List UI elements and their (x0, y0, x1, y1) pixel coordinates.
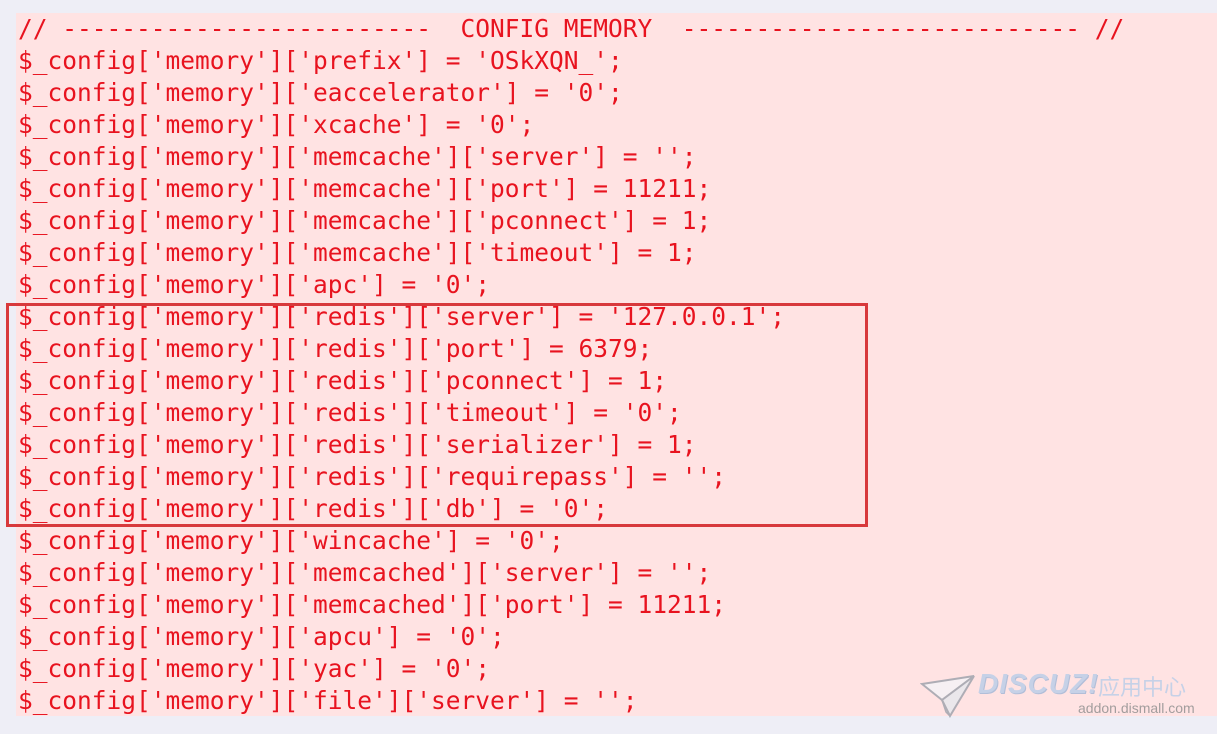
code-line-redis-db: $_config['memory']['redis']['db'] = '0'; (18, 494, 609, 523)
code-panel (16, 13, 1217, 716)
code-line-yac: $_config['memory']['yac'] = '0'; (18, 654, 491, 683)
code-line-apcu: $_config['memory']['apcu'] = '0'; (18, 622, 505, 651)
code-line-redis-timeout: $_config['memory']['redis']['timeout'] =… (18, 398, 682, 427)
code-line-prefix: $_config['memory']['prefix'] = 'OSkXQN_'… (18, 46, 623, 75)
code-line-redis-requirepass: $_config['memory']['redis']['requirepass… (18, 462, 727, 491)
code-line-apc: $_config['memory']['apc'] = '0'; (18, 270, 491, 299)
discuz-watermark: DISCUZ! 应用中心 addon.dismall.com (919, 668, 1210, 724)
watermark-brand-sub: 应用中心 (1098, 676, 1187, 701)
code-block: // ------------------------- CONFIG MEMO… (18, 13, 1124, 717)
watermark-brand: DISCUZ! (978, 668, 1099, 699)
watermark-site: addon.dismall.com (1078, 700, 1195, 716)
code-line-memcached-port: $_config['memory']['memcached']['port'] … (18, 590, 727, 619)
code-line-memcache-timeout: $_config['memory']['memcache']['timeout'… (18, 238, 697, 267)
code-line-header-comment: // ------------------------- CONFIG MEMO… (18, 14, 1125, 43)
code-line-memcache-pconnect: $_config['memory']['memcache']['pconnect… (18, 206, 712, 235)
code-line-xcache: $_config['memory']['xcache'] = '0'; (18, 110, 535, 139)
code-line-redis-serializer: $_config['memory']['redis']['serializer'… (18, 430, 697, 459)
code-line-memcache-port: $_config['memory']['memcache']['port'] =… (18, 174, 712, 203)
paper-plane-icon (919, 670, 976, 723)
code-line-eaccelerator: $_config['memory']['eaccelerator'] = '0'… (18, 78, 623, 107)
code-line-redis-port: $_config['memory']['redis']['port'] = 63… (18, 334, 653, 363)
code-line-memcache-server: $_config['memory']['memcache']['server']… (18, 142, 697, 171)
code-line-file-server: $_config['memory']['file']['server'] = '… (18, 686, 638, 715)
code-line-memcached-server: $_config['memory']['memcached']['server'… (18, 558, 712, 587)
code-line-redis-server: $_config['memory']['redis']['server'] = … (18, 302, 786, 331)
code-line-redis-pconnect: $_config['memory']['redis']['pconnect'] … (18, 366, 668, 395)
code-line-wincache: $_config['memory']['wincache'] = '0'; (18, 526, 564, 555)
